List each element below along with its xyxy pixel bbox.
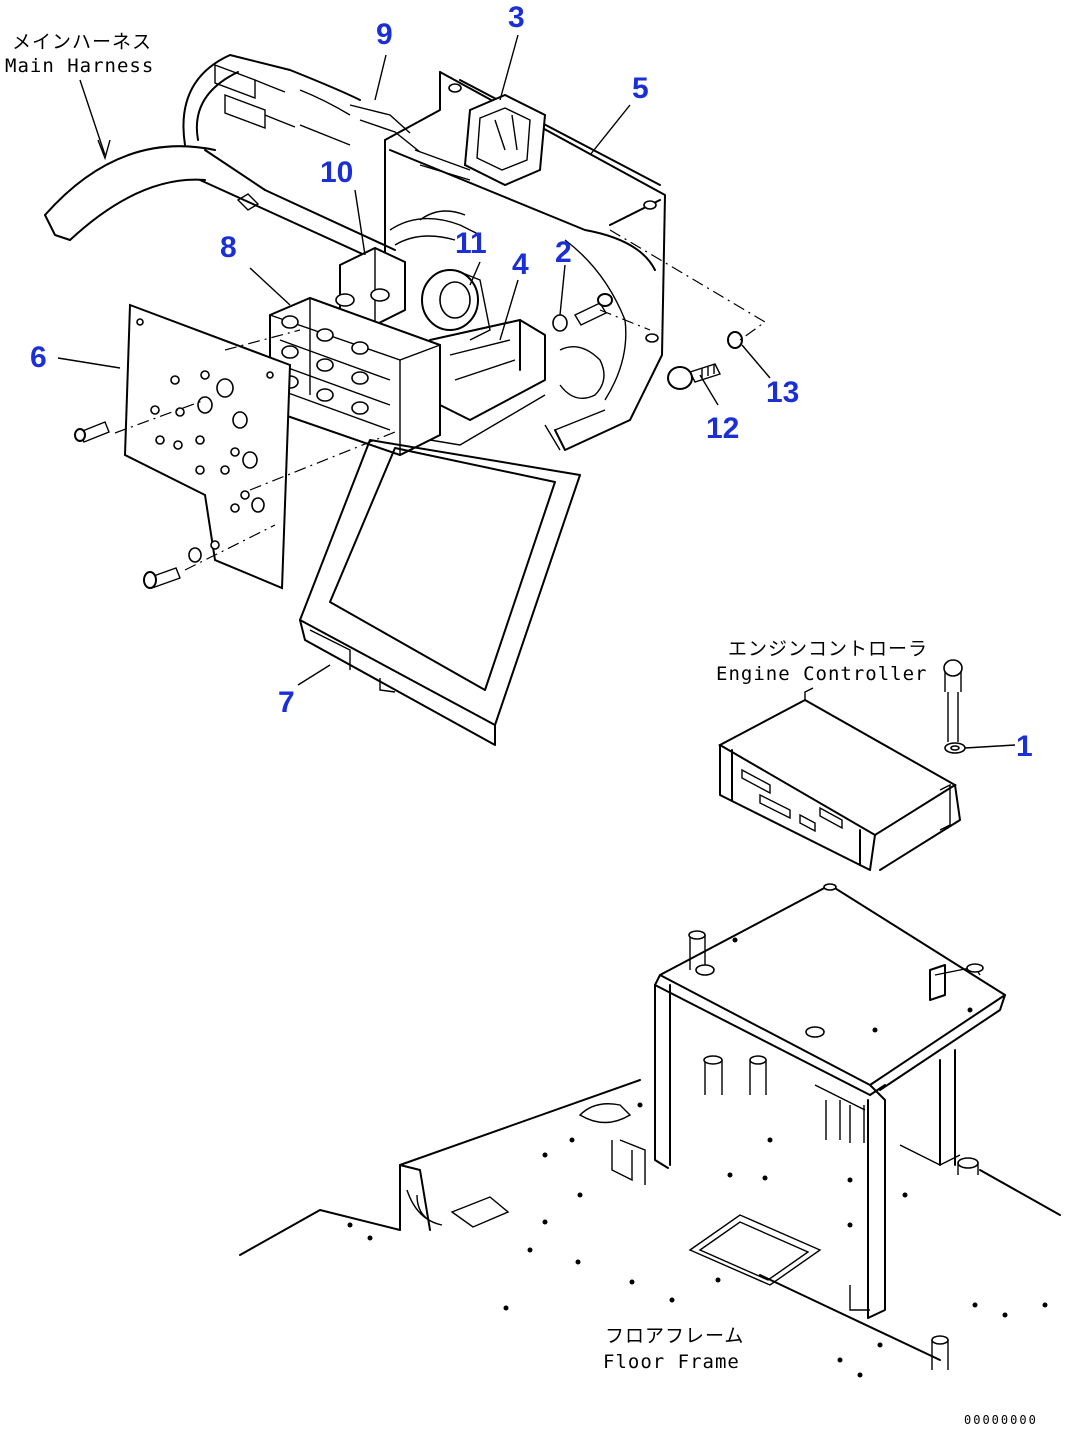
callout-6: 6 xyxy=(30,341,47,374)
note-main-harness-jp: メインハーネス xyxy=(12,31,152,53)
leader-lines xyxy=(57,34,1016,749)
cover-plate xyxy=(123,303,292,590)
note-floor-frame-en: Floor Frame xyxy=(603,1351,740,1373)
callout-10: 10 xyxy=(320,156,353,189)
callout-5: 5 xyxy=(632,72,649,105)
bolts-washers xyxy=(74,293,743,589)
main-harness xyxy=(44,54,421,263)
callout-8: 8 xyxy=(220,231,237,264)
note-engine-controller-en: Engine Controller xyxy=(716,663,927,685)
callout-12: 12 xyxy=(706,412,739,445)
holder-bracket xyxy=(429,319,546,446)
mounting-frame xyxy=(299,439,581,746)
floor-frame xyxy=(239,1079,1061,1378)
callout-1: 1 xyxy=(1016,730,1033,763)
callout-2: 2 xyxy=(555,236,572,269)
callout-11: 11 xyxy=(455,227,487,260)
callout-7: 7 xyxy=(278,686,295,719)
note-engine-controller-jp: エンジンコントローラ xyxy=(728,638,928,660)
callout-3: 3 xyxy=(508,1,525,34)
callout-4: 4 xyxy=(512,248,529,281)
controller-bracket xyxy=(611,883,1006,1319)
callout-9: 9 xyxy=(376,18,393,51)
engine-controller xyxy=(717,659,966,871)
rocker-switch xyxy=(414,93,547,187)
relay-connector xyxy=(339,217,491,341)
relay-block xyxy=(269,288,441,457)
panel-bracket xyxy=(384,71,666,451)
center-lines xyxy=(114,229,767,571)
note-floor-frame-jp: フロアフレーム xyxy=(605,1325,744,1347)
callout-13: 13 xyxy=(766,376,799,409)
drawing-code: 00000000 xyxy=(964,1413,1038,1427)
note-main-harness-en: Main Harness xyxy=(5,55,154,77)
